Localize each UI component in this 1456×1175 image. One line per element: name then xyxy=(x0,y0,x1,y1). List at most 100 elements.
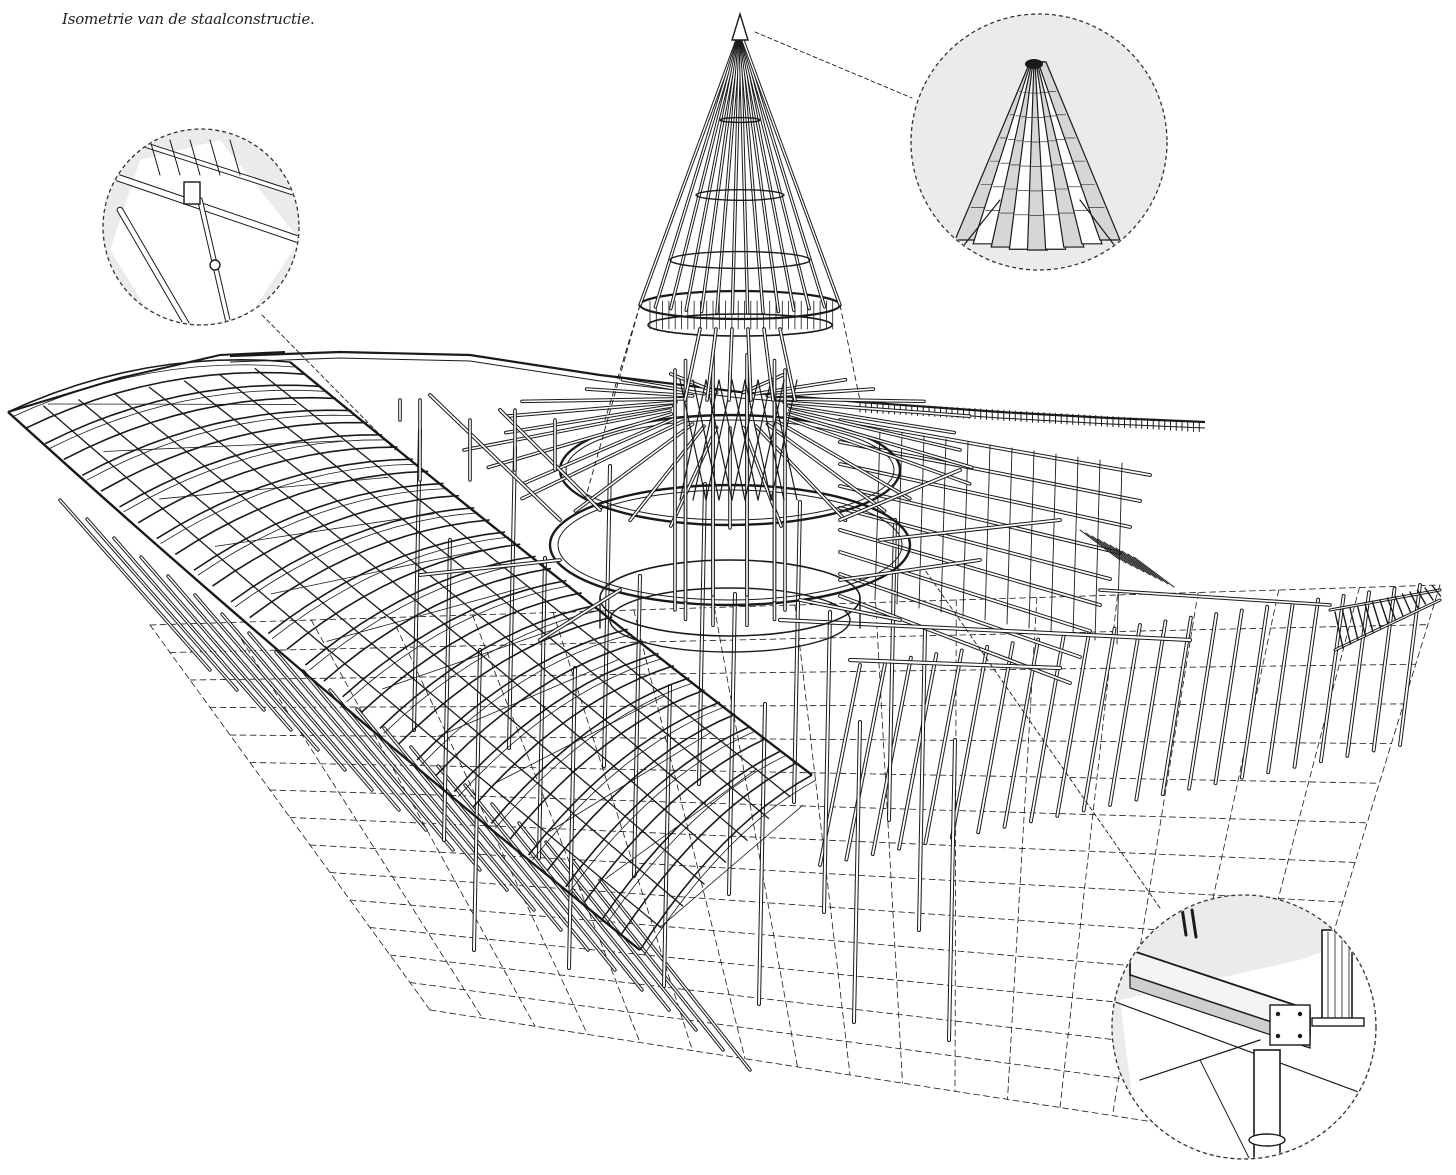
roof-rib-inner xyxy=(420,633,632,766)
column-core xyxy=(1214,609,1243,785)
column-core xyxy=(1161,616,1192,795)
edge-post xyxy=(1364,603,1374,633)
hub-radial-beam-core xyxy=(787,413,973,469)
roof-rib-inner xyxy=(494,682,694,829)
roof-rib xyxy=(249,519,490,619)
ring-outrigger-core xyxy=(879,519,1061,541)
roof-rib xyxy=(546,713,736,872)
column-core xyxy=(59,499,211,671)
column-core xyxy=(1293,598,1320,768)
grid-line xyxy=(794,604,851,1076)
detail2-cap xyxy=(1025,59,1043,69)
stair-tread xyxy=(1079,529,1121,561)
roof-rib-inner xyxy=(643,779,817,956)
roof-rib-inner xyxy=(383,609,602,734)
detail-content xyxy=(954,59,1121,251)
base-ring-2 xyxy=(609,587,851,653)
detail1-flange xyxy=(149,139,161,176)
edge-post xyxy=(1409,591,1419,609)
roof-joist xyxy=(1094,459,1101,641)
interior-column-core xyxy=(508,447,516,749)
hub-radial-beam-core xyxy=(776,397,925,403)
column-core xyxy=(140,556,292,731)
edge-post xyxy=(1341,609,1352,645)
cone-ring xyxy=(695,189,785,201)
detail3-rod xyxy=(1199,1059,1251,1158)
column-core xyxy=(1240,605,1269,779)
girder-core xyxy=(778,618,1192,642)
interior-column-core xyxy=(698,483,706,785)
roof-rib xyxy=(137,446,398,524)
column-core xyxy=(1188,613,1218,790)
detail3-bolt xyxy=(1297,1011,1303,1017)
detail1-beam-core xyxy=(107,172,298,243)
roof-rib-inner xyxy=(569,731,755,892)
mast-leg-core xyxy=(747,328,752,401)
leader-spire xyxy=(754,31,913,99)
detail1-bracket xyxy=(183,181,201,205)
edge-post xyxy=(1431,585,1442,597)
roof-rib-inner xyxy=(160,463,417,544)
roof-rib-inner xyxy=(309,560,540,671)
roof-rib xyxy=(416,628,628,761)
detail3-endplate xyxy=(1269,1004,1311,1046)
hub-radial-beam-core xyxy=(487,413,673,469)
mast-leg-core xyxy=(684,328,701,401)
detail3-post xyxy=(1180,906,1188,937)
roof-rib xyxy=(639,774,813,951)
roof-long-beam xyxy=(254,367,791,798)
hub-radial-beam-core xyxy=(621,378,705,395)
detail1-flange xyxy=(209,139,221,176)
column-core xyxy=(1267,602,1294,774)
roof-rib xyxy=(620,762,798,935)
roof-brace xyxy=(214,513,435,547)
detail1-flange xyxy=(189,139,201,176)
hub-radial-beam-core xyxy=(521,420,684,500)
ring-outrigger-core xyxy=(419,559,561,576)
stair-tread xyxy=(1109,544,1151,576)
core-brace xyxy=(692,379,720,501)
detail1-flange xyxy=(169,139,181,176)
column-core xyxy=(86,518,238,691)
interior-column-core xyxy=(758,703,766,1005)
roof-long-beam xyxy=(7,411,641,951)
cone-member-core xyxy=(739,31,826,308)
roof-brace xyxy=(605,768,758,880)
interior-column-core xyxy=(538,557,546,859)
ring-outrigger-core xyxy=(799,599,901,621)
roof-rib-inner xyxy=(49,389,325,450)
roof-brace xyxy=(270,549,481,595)
hub-radial-beam-core xyxy=(783,417,971,485)
roof-brace xyxy=(326,586,527,642)
radial-beam-core xyxy=(839,573,1081,658)
column-core xyxy=(464,784,616,971)
roof-rib xyxy=(100,421,367,492)
roof-rim xyxy=(7,351,286,413)
cone-ring xyxy=(719,116,761,124)
hub-radial-beam-core xyxy=(504,405,673,434)
grid-line xyxy=(429,1009,1271,1141)
roof-rib xyxy=(397,616,613,745)
roof-long-beam xyxy=(289,361,813,776)
grid-line xyxy=(1217,587,1360,1133)
roof-rib-inner xyxy=(532,706,725,861)
cone-spire xyxy=(584,11,861,501)
roof-brace xyxy=(549,732,711,832)
detail-content xyxy=(106,137,298,324)
hub-radial-beam-core xyxy=(766,423,886,512)
hub-radial-beam-core xyxy=(521,417,677,485)
hub-radial-beam-core xyxy=(574,423,694,512)
detail2-rod xyxy=(959,199,1001,251)
hub-radial-beam-core xyxy=(505,401,677,417)
interior-column-core xyxy=(918,629,926,931)
interior-column-core xyxy=(793,501,801,803)
detail-content xyxy=(1113,906,1375,1158)
interior-column-core xyxy=(473,649,481,951)
column-core xyxy=(898,653,938,850)
edge-post xyxy=(1334,611,1344,649)
detail-leader-lines xyxy=(261,31,1161,909)
mast-leg-core xyxy=(706,328,717,401)
roof-rib xyxy=(63,396,337,461)
core-brace xyxy=(731,379,759,501)
radial-beam-core xyxy=(839,419,1151,476)
